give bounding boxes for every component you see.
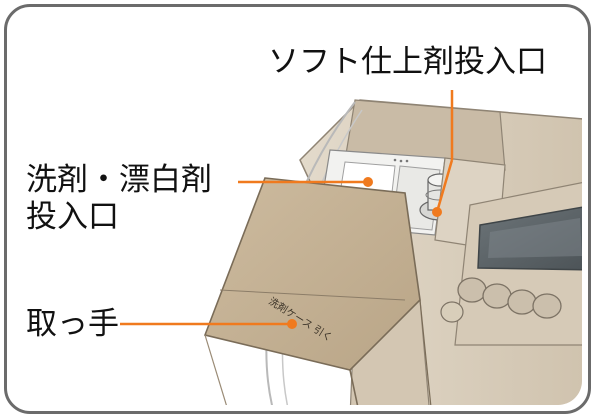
label-softener-inlet: ソフト仕上剤投入口: [268, 44, 547, 80]
label-detergent-inlet: 洗剤・漂白剤 投入口: [26, 162, 212, 235]
detergent-case-lid: 洗剤ケース 引く: [203, 177, 433, 405]
softener-pointer-dot: [432, 207, 442, 217]
detergent-pointer-dot: [363, 177, 373, 187]
panel-button-1: [457, 277, 487, 303]
panel-button-2: [482, 283, 512, 309]
label-detergent-line1: 洗剤・漂白剤: [26, 162, 212, 198]
panel-button-3: [507, 289, 537, 315]
label-handle: 取っ手: [26, 306, 119, 342]
label-detergent-line2: 投入口: [26, 198, 119, 235]
panel-button-5: [440, 301, 464, 323]
panel-button-4: [532, 293, 562, 319]
leader-lines: [120, 90, 454, 329]
handle-pointer-dot: [287, 319, 297, 329]
